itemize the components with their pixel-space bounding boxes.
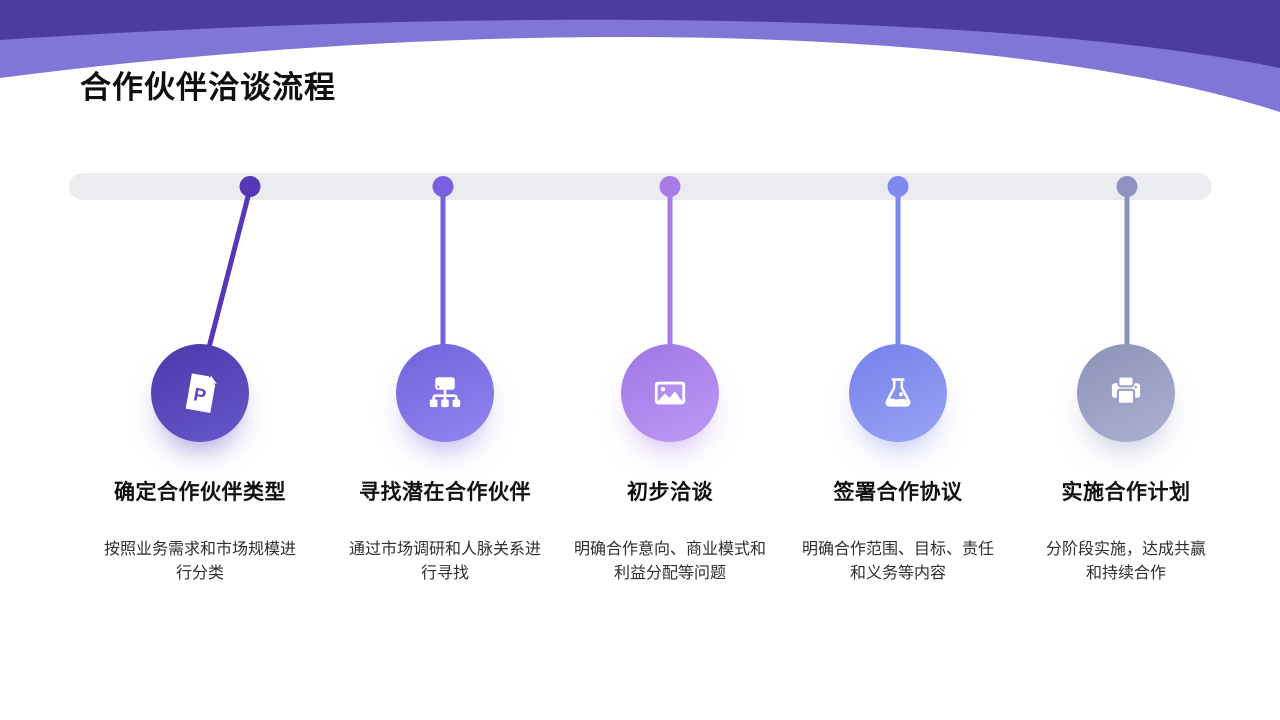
timeline-bar: [69, 173, 1212, 200]
step-title: 寻找潜在合作伙伴: [359, 481, 531, 504]
step-description: 明确合作范围、目标、责任和义务等内容: [801, 541, 994, 582]
step-item-3: 初步洽谈 明确合作意向、商业模式和利益分配等问题: [550, 344, 790, 586]
step-circle-5: [1077, 344, 1175, 442]
page-title: 合作伙伴洽谈流程: [80, 70, 336, 105]
org-chart-icon: [429, 377, 461, 408]
step-circle-2: [396, 344, 494, 442]
image-icon: [654, 381, 686, 405]
step-description: 通过市场调研和人脉关系进行寻找: [348, 541, 541, 582]
step-title: 实施合作计划: [1061, 481, 1191, 504]
step-item-1: P 确定合作伙伴类型 按照业务需求和市场规模进行分类: [80, 344, 320, 586]
step-circle-1: P: [151, 344, 249, 442]
step-item-4: 签署合作协议 明确合作范围、目标、责任和义务等内容: [778, 344, 1018, 586]
header-wave-dark: [0, 0, 1280, 68]
printer-icon: [1111, 375, 1141, 405]
step-description: 按照业务需求和市场规模进行分类: [103, 541, 296, 582]
document-p-icon: P: [185, 373, 217, 413]
flask-icon: [885, 378, 911, 407]
step-description: 明确合作意向、商业模式和利益分配等问题: [573, 541, 766, 582]
step-title: 初步洽谈: [627, 481, 713, 504]
svg-text:P: P: [192, 383, 208, 406]
step-circle-4: [849, 344, 947, 442]
step-item-5: 实施合作计划 分阶段实施，达成共赢和持续合作: [1006, 344, 1246, 586]
step-description: 分阶段实施，达成共赢和持续合作: [1045, 541, 1206, 582]
step-circle-3: [621, 344, 719, 442]
step-title: 确定合作伙伴类型: [114, 481, 286, 504]
step-item-2: 寻找潜在合作伙伴 通过市场调研和人脉关系进行寻找: [325, 344, 565, 586]
header-wave: [0, 0, 1280, 112]
step-title: 签署合作协议: [833, 481, 963, 504]
